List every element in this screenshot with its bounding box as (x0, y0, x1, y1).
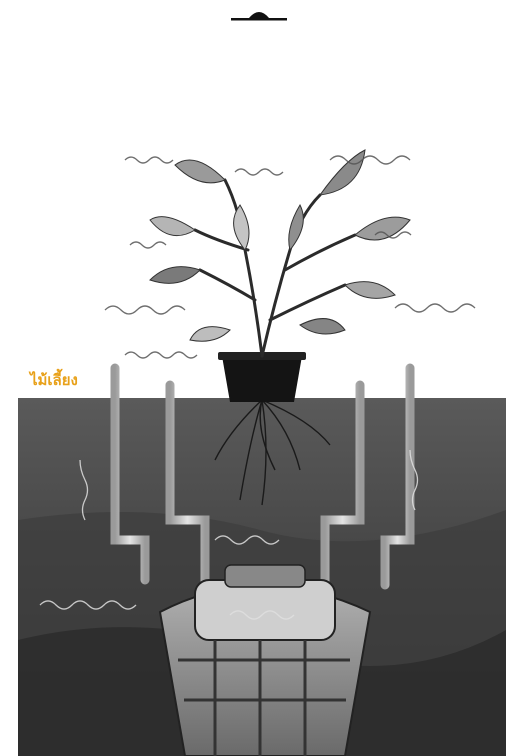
handwritten-annotations (104, 155, 476, 359)
plant-pot (218, 352, 306, 402)
handwritten-annotations-soil (39, 449, 419, 620)
plant-leaves (149, 149, 411, 342)
plant-stems (193, 178, 357, 358)
plant-roots (214, 399, 331, 506)
water-tank (158, 564, 372, 756)
dome-mark-icon (231, 12, 287, 21)
pipe-network-left (110, 363, 245, 595)
pipe-network-right (285, 363, 415, 595)
highlight-label: ไม้เลี้ยง (30, 371, 78, 389)
